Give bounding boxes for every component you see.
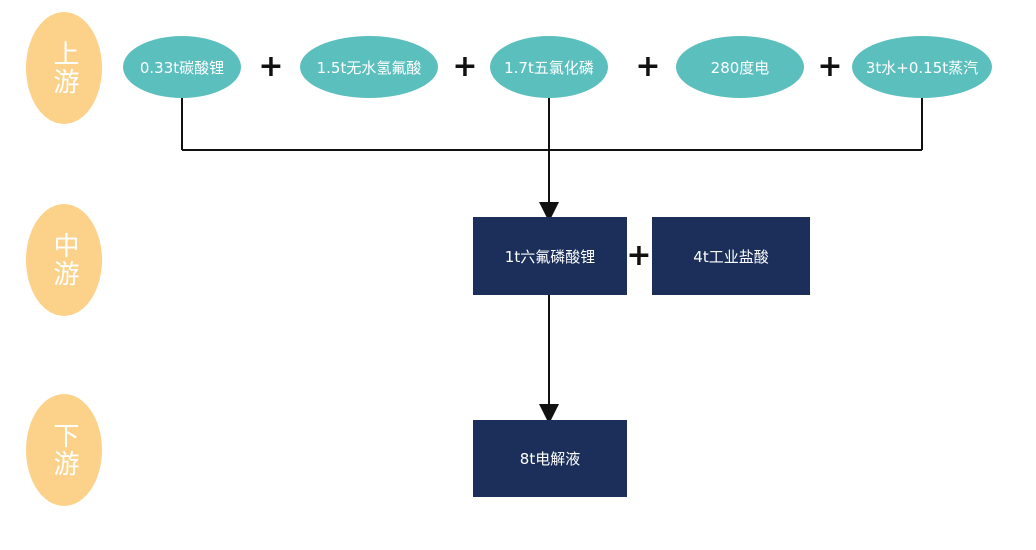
input-electricity: 280度电 xyxy=(676,36,804,98)
plus-sign: + xyxy=(635,49,661,84)
node-lithium-hexafluorophosphate: 1t六氟磷酸锂 xyxy=(473,217,627,295)
input-lithium-carbonate: 0.33t碳酸锂 xyxy=(123,36,241,98)
stage-label-midstream: 中游 xyxy=(26,204,102,316)
node-industrial-hydrochloric-acid: 4t工业盐酸 xyxy=(652,217,810,295)
node-electrolyte: 8t电解液 xyxy=(473,420,627,497)
plus-sign: + xyxy=(626,238,652,273)
stage-label-downstream: 下游 xyxy=(26,394,102,506)
plus-sign: + xyxy=(817,49,843,84)
stage-label-upstream: 上游 xyxy=(26,12,102,124)
plus-sign: + xyxy=(452,49,478,84)
input-phosphorus-pentachloride: 1.7t五氯化磷 xyxy=(490,36,608,98)
input-anhydrous-hf: 1.5t无水氢氟酸 xyxy=(300,36,438,98)
plus-sign: + xyxy=(258,49,284,84)
input-water-steam: 3t水+0.15t蒸汽 xyxy=(852,36,992,98)
